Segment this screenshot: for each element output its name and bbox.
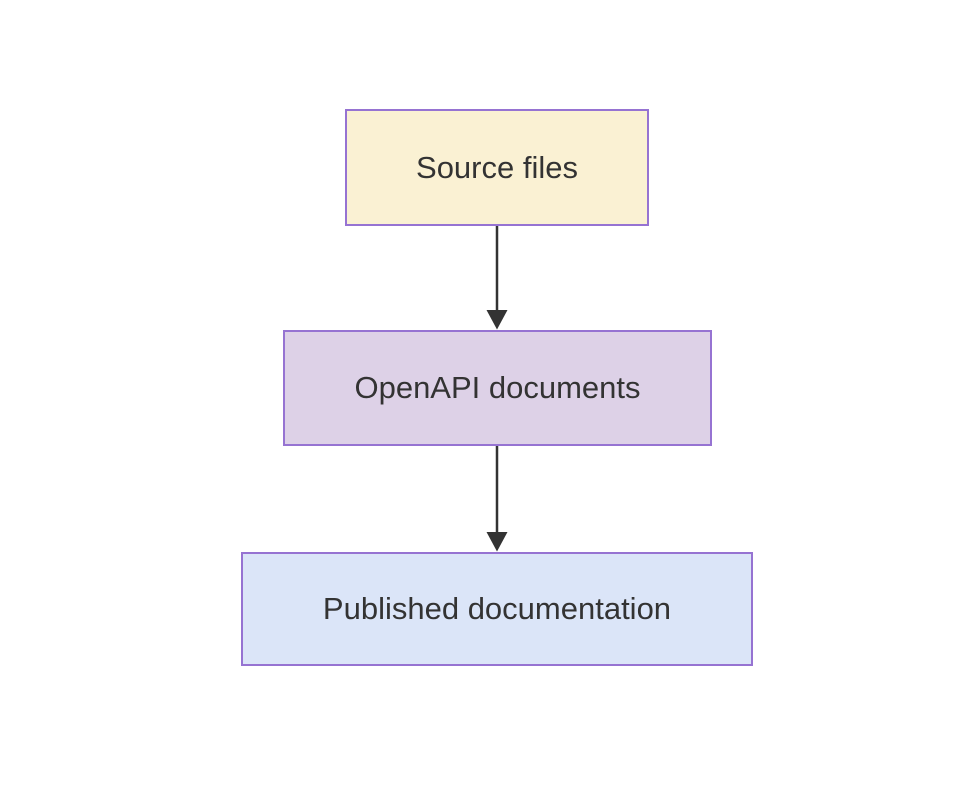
node-source-files: Source files xyxy=(345,109,649,226)
node-openapi-documents: OpenAPI documents xyxy=(283,330,712,446)
node-source-files-label: Source files xyxy=(416,149,578,185)
edge-openapi-to-published xyxy=(486,446,508,552)
edge-source-to-openapi xyxy=(486,226,508,330)
edge-source-to-openapi-arrowhead-icon xyxy=(486,310,508,330)
node-published-documentation-label: Published documentation xyxy=(322,591,672,626)
node-published-documentation: Published documentation xyxy=(241,552,753,666)
node-openapi-documents-label: OpenAPI documents xyxy=(354,370,641,405)
edge-openapi-to-published-arrowhead-icon xyxy=(486,532,508,552)
